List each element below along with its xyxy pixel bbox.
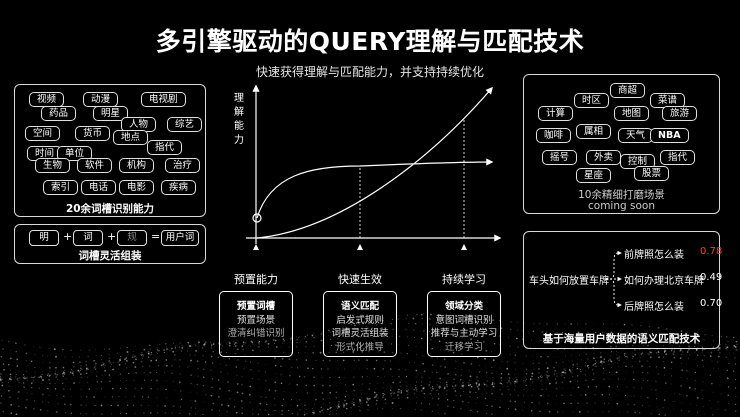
slot-tag: 空间 [25, 126, 61, 141]
scenario-tag: 计算 [538, 106, 574, 121]
scenario-tag: 商超 [610, 83, 646, 98]
slot-tag: 单位 [57, 146, 93, 161]
match-query: 前牌照怎么装 [624, 250, 684, 261]
stage-feature: 澄清纠错识别 [227, 328, 285, 339]
slot-tag: 机构 [119, 158, 155, 173]
slot-tag: 索引 [43, 180, 79, 195]
stage-label-preset: 预置能力 [234, 273, 278, 286]
scenario-panel: 商超 时区 菜谱 计算 地图 旅游 属相 咖啡 天气 NBA 摇号 外卖 控制 … [523, 74, 720, 214]
slot-recognition-caption: 20余词槽识别能力 [65, 203, 155, 215]
scenario-tag: 指代 [660, 150, 696, 165]
scenario-tag: NBA [650, 128, 689, 143]
slot-tag: 治疗 [165, 158, 201, 173]
scenario-coming-soon: coming soon [588, 200, 655, 212]
stage-feature: 形式化推导 [336, 341, 384, 353]
slot-tag: 软件 [77, 158, 113, 173]
start-point [252, 213, 262, 223]
stage-feature: 词槽灵活组装 [331, 328, 389, 339]
scenario-tag: 时区 [574, 93, 610, 108]
slot-tag: 电影 [119, 180, 155, 195]
stage-label-fast: 快速生效 [338, 273, 382, 286]
scenario-tag: 外卖 [586, 150, 622, 165]
matching-arrows [606, 250, 622, 308]
slot-tag: 电视剧 [141, 92, 186, 107]
slot-tag: 综艺 [167, 117, 203, 132]
preset-capability-curve [256, 158, 494, 219]
slot-tag: 明星 [93, 106, 129, 121]
y-axis-label-char: 力 [234, 133, 244, 146]
stage-box-fast: 语义匹配 启发式规则 词槽灵活组装 形式化推导 [323, 291, 397, 357]
slot-recognition-panel: 视频 动漫 电视剧 药品 明星 人物 综艺 空间 货币 地点 指代 时间 单位 … [14, 84, 206, 217]
y-axis-label-char: 理 [234, 92, 244, 104]
slot-tag: 货币 [75, 126, 111, 141]
match-score: 0.70 [700, 298, 723, 309]
combine-result-box: 用户词 [161, 230, 199, 246]
y-axis-label-char: 解 [234, 105, 244, 118]
scenario-tag: 属相 [576, 124, 612, 139]
slot-combination-caption: 词槽灵活组装 [78, 250, 142, 262]
stage-box-continuous: 领域分类 意图词槽识别 推荐与主动学习 迁移学习 [427, 291, 501, 357]
slot-combination-panel: 明 + 词 + 规 = 用户词 词槽灵活组装 [14, 224, 206, 264]
stage-feature: 意图词槽识别 [435, 314, 493, 326]
stage-feature: 领域分类 [444, 301, 483, 312]
page-title: 多引擎驱动的QUERY理解与匹配技术 [155, 27, 585, 56]
capability-growth-chart: 理 解 能 力 [234, 84, 502, 250]
stage-feature: 启发式规则 [336, 314, 384, 326]
slot-tag: 地点 [113, 130, 149, 145]
stage-box-preset: 预置词槽 预置场景 澄清纠错识别 [219, 291, 293, 357]
combine-item-box: 明 [29, 230, 59, 246]
scenario-tag: 摇号 [542, 150, 578, 165]
scenario-tag: 股票 [634, 166, 670, 181]
slot-tag: 动漫 [83, 92, 119, 107]
match-score: 0.49 [700, 272, 723, 283]
source-query: 车头如何放置车牌 [529, 276, 609, 287]
scenario-tag: 旅游 [662, 106, 698, 121]
learning-capability-curve [256, 86, 493, 239]
stage-marker [461, 244, 467, 250]
match-score-highlight: 0.78 [700, 246, 723, 257]
stage-feature: 预置词槽 [236, 301, 275, 312]
y-axis-label-char: 能 [234, 119, 244, 132]
slot-tag: 生物 [35, 158, 71, 173]
slot-tag: 疾病 [161, 180, 197, 195]
stage-feature: 预置场景 [236, 314, 275, 326]
scenario-tag: 星座 [576, 168, 612, 183]
slot-tag: 药品 [41, 106, 77, 121]
combine-item-box: 规 [117, 230, 147, 246]
stage-marker [357, 244, 363, 250]
match-query: 如何办理北京车牌 [624, 276, 704, 287]
slot-tag: 指代 [147, 140, 183, 155]
stage-feature: 推荐与主动学习 [430, 328, 498, 339]
scenario-caption: 10余精细打磨场景 [578, 189, 665, 201]
plus-sign: + [107, 230, 117, 243]
match-query: 后牌照怎么装 [624, 302, 684, 313]
stage-label-continuous: 持续学习 [442, 273, 486, 286]
scenario-tag: 咖啡 [536, 128, 572, 143]
page-subtitle: 快速获得理解与匹配能力，并支持持续优化 [255, 65, 484, 79]
semantic-matching-panel: 车头如何放置车牌 前牌照怎么装 0.78 如何办理北京车牌 0.49 后牌照怎么… [523, 231, 723, 349]
scenario-tag: 地图 [614, 106, 650, 121]
combine-item-box: 词 [73, 230, 103, 246]
scenario-tag: 天气 [618, 128, 654, 143]
plus-sign: + [63, 230, 73, 243]
stage-feature: 语义匹配 [340, 301, 379, 312]
stage-feature: 迁移学习 [444, 341, 483, 353]
equals-sign: = [151, 230, 161, 243]
slot-tag: 电话 [81, 180, 117, 195]
stage-marker [253, 244, 259, 250]
semantic-matching-caption: 基于海量用户数据的语义匹配技术 [542, 333, 701, 345]
slot-tag: 视频 [29, 92, 65, 107]
